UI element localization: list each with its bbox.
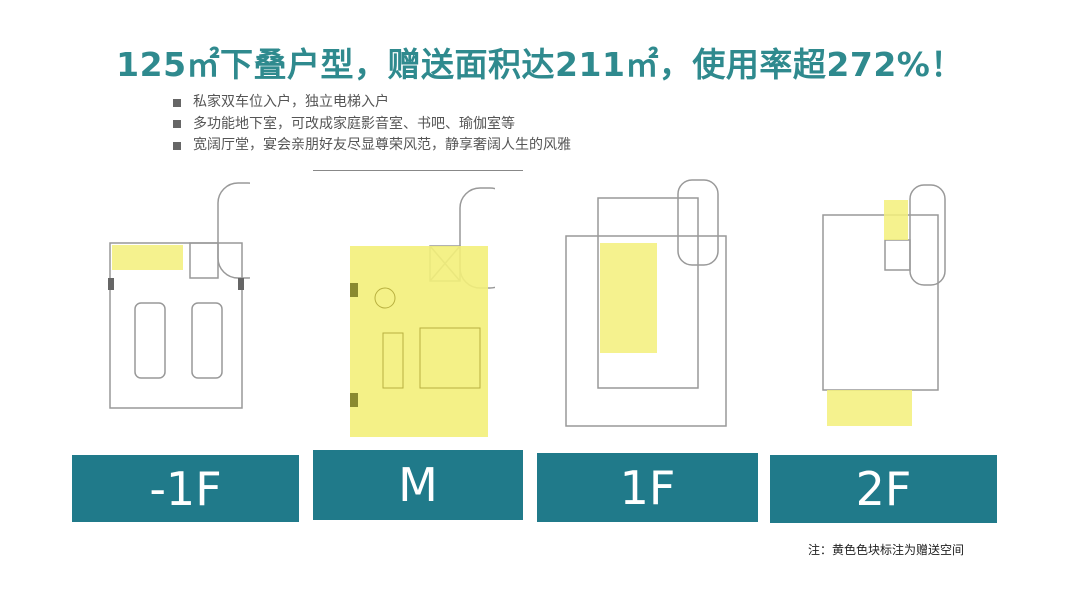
feature-item: 私家双车位入户，独立电梯入户 [173, 92, 571, 114]
floor-label-mezzanine: M [313, 450, 523, 520]
feature-text: 私家双车位入户，独立电梯入户 [193, 94, 389, 110]
floor-plan-basement [108, 182, 250, 409]
page-title: 125㎡下叠户型，赠送面积达211㎡，使用率超272%！ [116, 45, 964, 84]
feature-text: 多功能地下室，可改成家庭影音室、书吧、瑜伽室等 [193, 115, 515, 132]
floor-plan-mezzanine [350, 187, 495, 437]
floor-plan-first-floor [565, 179, 727, 427]
divider [313, 170, 523, 171]
feature-item: 多功能地下室，可改成家庭影音室、书吧、瑜伽室等 [173, 114, 571, 136]
feature-list: 私家双车位入户，独立电梯入户 多功能地下室，可改成家庭影音室、书吧、瑜伽室等 宽… [173, 92, 571, 157]
feature-text: 宽阔厅堂，宴会亲朋好友尽显尊荣风范，静享奢阔人生的风雅 [193, 137, 571, 153]
floor-label-second-floor: 2F [770, 455, 997, 523]
floor-plan-second-floor [822, 184, 946, 426]
floor-label-first-floor: 1F [537, 453, 758, 522]
footnote: 注：黄色色块标注为赠送空间 [808, 543, 965, 557]
bullet-square-icon [173, 98, 181, 107]
feature-item: 宽阔厅堂，宴会亲朋好友尽显尊荣风范，静享奢阔人生的风雅 [173, 135, 571, 157]
bullet-square-icon [173, 141, 181, 150]
bullet-square-icon [173, 120, 181, 129]
floor-label-basement: -1F [72, 455, 299, 522]
